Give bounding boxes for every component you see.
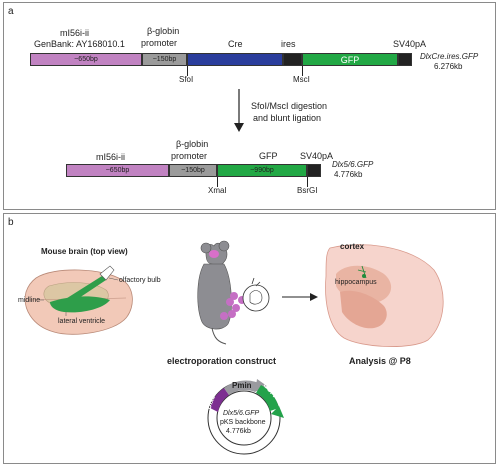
hippocampus-label: hippocampus (335, 279, 377, 286)
bsrgi-label: BsrGI (297, 186, 318, 195)
bglobin-label-1: β-globin (147, 26, 180, 36)
segment2-mi56-label: ~650bp (105, 167, 130, 174)
segment-gfp (302, 53, 398, 66)
plasmid-name: Dlx5/6.GFP (223, 410, 260, 417)
segment-mi56-label: ~650bp (74, 56, 98, 63)
segment-promoter-label: ~150bp (152, 56, 177, 63)
lateral-ventricle-label: lateral ventricle (58, 318, 106, 325)
segment-ires (283, 53, 302, 66)
bglobin2-label-2: promoter (171, 151, 208, 161)
msci-label: MscI (293, 75, 310, 84)
gfp-label-2: GFP (259, 151, 278, 161)
segment2-promoter-label: ~150bp (181, 167, 205, 174)
bsrgi-tick (307, 177, 308, 187)
brain-section-illustration (325, 244, 444, 347)
segment-gfp-label: GFP (340, 55, 360, 65)
segment2-gfp-label: ~990bp (250, 167, 274, 174)
sfoi-label: SfoI (179, 75, 194, 84)
electroporation-title: electroporation construct (167, 356, 277, 366)
sv40-label-2: SV40pA (300, 151, 334, 161)
segment-cre (187, 53, 283, 66)
panel-a-letter: a (8, 6, 14, 17)
construct1-size: 6.276kb (434, 62, 463, 71)
analysis-title: Analysis @ P8 (349, 356, 411, 366)
plasmid-size: 4.776kb (226, 428, 251, 435)
panel-b: b Mouse brain (top view) olfactory bulb … (3, 213, 496, 464)
step-label-2: and blunt ligation (253, 113, 322, 123)
segment-promoter (142, 53, 187, 66)
plasmid-backbone: pKS backbone (220, 419, 266, 426)
mouse-brain-illustration (24, 265, 133, 335)
segment-sv40 (398, 53, 412, 66)
xmai-tick (217, 177, 218, 187)
mi56-label: mI56i-ii (60, 28, 90, 38)
bglobin2-label-1: β-globin (176, 139, 209, 149)
bglobin-label-2: promoter (141, 38, 178, 48)
genbank-label: GenBank: AY168010.1 (34, 39, 125, 49)
segment2-sv40 (307, 164, 321, 177)
mouse-electroporation-illustration (197, 240, 270, 345)
xmai-label: XmaI (208, 186, 227, 195)
olfactory-bulb-label: olfactory bulb (119, 277, 161, 284)
brain-title: Mouse brain (top view) (41, 247, 128, 256)
right-arrow-icon (282, 293, 318, 301)
sfoi-tick (187, 66, 188, 76)
sv40-label: SV40pA (393, 39, 427, 49)
segment2-gfp (217, 164, 307, 177)
down-arrow-icon (234, 89, 244, 132)
ires-label: ires (281, 39, 296, 49)
segment2-mi56 (66, 164, 169, 177)
segment-mi56 (30, 53, 142, 66)
mi56-label-2: mI56i-ii (96, 152, 126, 162)
construct2-size: 4.776kb (334, 170, 363, 179)
segment2-promoter (169, 164, 217, 177)
panel-a: a mI56i-ii GenBank: AY168010.1 β-globin … (3, 2, 496, 210)
plasmid-pmin-label: Pmin (232, 381, 252, 390)
midline-label: midline (18, 297, 41, 304)
step-label-1: SfoI/MscI digestion (251, 101, 328, 111)
construct2-name: Dlx5/6.GFP (332, 160, 374, 169)
panel-b-letter: b (8, 217, 14, 228)
cortex-label: cortex (340, 242, 365, 251)
cre-label: Cre (228, 39, 243, 49)
construct1-name: DlxCre.ires.GFP (420, 52, 479, 61)
plasmid-map (207, 379, 284, 455)
msci-tick (302, 66, 303, 76)
